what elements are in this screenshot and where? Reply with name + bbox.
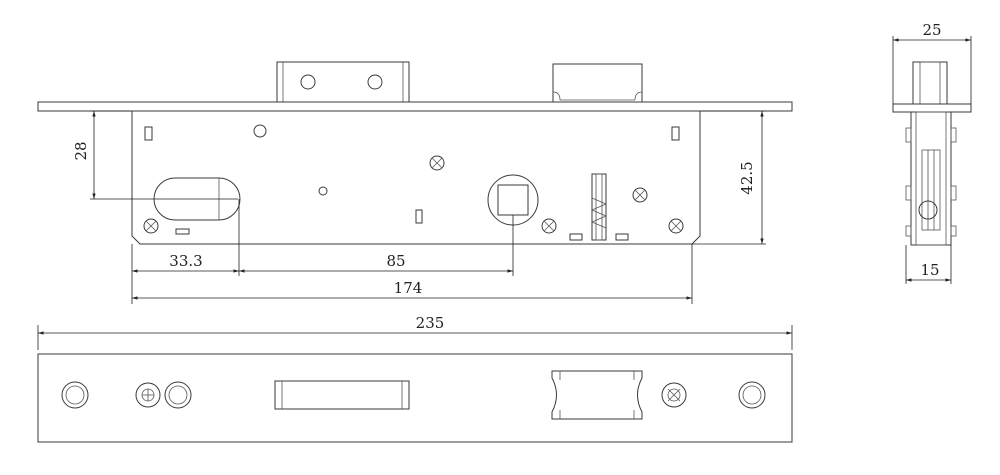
screw-icon: [661, 382, 687, 408]
front-dimensions: 28 33.3 85 174 42.5: [72, 110, 766, 304]
bolt-opening: [551, 370, 643, 420]
dim-33-label: 33.3: [169, 252, 202, 270]
hole-small: [318, 186, 328, 196]
mounting-hole-right: [738, 381, 766, 409]
faceplate-view: [37, 353, 793, 443]
dim-235-label: 235: [416, 314, 445, 332]
latch-tab: [276, 61, 410, 103]
slot-bottom: [175, 228, 190, 235]
hole-top: [253, 124, 267, 138]
screw-icon: [541, 218, 557, 234]
cylinder-screw-hole: [164, 381, 192, 409]
side-view: [892, 61, 972, 246]
follower-square: [497, 184, 529, 216]
dim-174-label: 174: [394, 279, 423, 297]
dim-28-label: 28: [72, 141, 90, 160]
side-dimensions: 25 15: [892, 21, 972, 284]
screw-icon: [429, 155, 445, 171]
screw-icon: [143, 218, 159, 234]
mounting-hole-left: [61, 381, 89, 409]
faceplate-edge: [37, 101, 793, 112]
lock-case: [131, 111, 701, 245]
front-view: [37, 61, 793, 245]
slot-top-left: [144, 126, 153, 141]
dim-42-5-label: 42.5: [738, 161, 756, 194]
dim-25-label: 25: [922, 21, 941, 39]
faceplate-dimension: 235: [37, 314, 793, 350]
slot-mid: [415, 209, 423, 224]
dim-85-label: 85: [386, 252, 405, 270]
screw-icon: [632, 187, 648, 203]
screw-icon: [668, 218, 684, 234]
slot-top-right: [671, 126, 680, 141]
bolt-mechanism: [569, 173, 629, 241]
latch-opening: [274, 380, 410, 410]
screw-icon: [135, 382, 161, 408]
bolt-tab: [552, 63, 643, 102]
dim-15-label: 15: [920, 261, 939, 279]
